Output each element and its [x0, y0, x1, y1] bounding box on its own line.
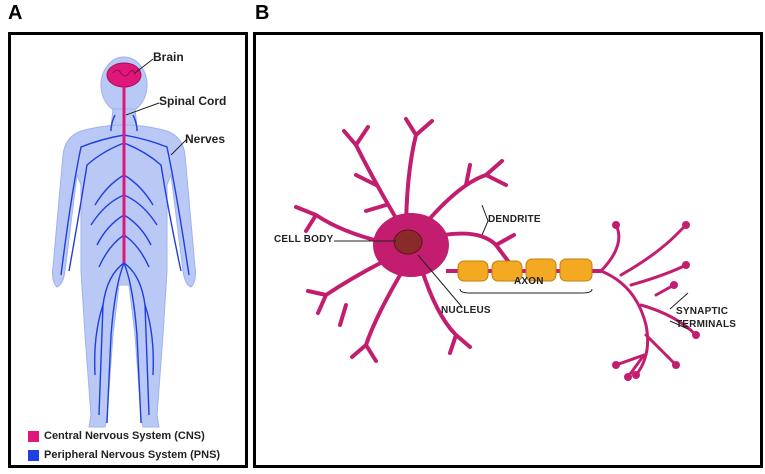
legend-cns: Central Nervous System (CNS) [28, 430, 205, 442]
spinal-cord-label: Spinal Cord [159, 94, 227, 108]
central-nervous-system [106, 62, 142, 263]
panel-a-nervous-system: Brain Spinal Cord Nerves Central Nervous… [8, 32, 248, 468]
synaptic-label-line2: TERMINALS [676, 319, 737, 330]
dendrite-label: DENDRITE [488, 214, 541, 225]
terminal-bulbs [612, 221, 700, 381]
myelin-sheaths [457, 258, 593, 282]
panel-b-letter: B [255, 2, 270, 24]
axon-terminals [599, 223, 698, 379]
peripheral-nerves [60, 114, 190, 424]
legend-pns-swatch [28, 449, 39, 461]
legend-pns: Peripheral Nervous System (PNS) [28, 449, 220, 461]
brain-shape [106, 62, 142, 88]
nucleus-label: NUCLEUS [441, 305, 491, 316]
brain-folds [112, 69, 136, 77]
nucleus-shape [393, 229, 423, 255]
brain-label: Brain [153, 50, 184, 64]
neuron-illustration [294, 117, 700, 381]
human-body-illustration [52, 56, 196, 428]
nerves-label: Nerves [185, 132, 226, 146]
panel-b-neuron: CELL BODY DENDRITE AXON NUCLEUS SYNAPTIC… [253, 32, 763, 468]
legend-cns-text: Central Nervous System (CNS) [44, 430, 205, 442]
dendrites [294, 117, 516, 363]
panel-a-letter: A [8, 2, 23, 24]
synaptic-label-line1: SYNAPTIC [676, 306, 729, 317]
leader-lines [125, 58, 188, 156]
axon-label: AXON [514, 276, 544, 287]
legend-cns-swatch [28, 430, 39, 442]
neuron-leader-lines [334, 204, 689, 330]
cell-body-label: CELL BODY [274, 234, 334, 245]
legend-pns-text: Peripheral Nervous System (PNS) [44, 449, 221, 461]
